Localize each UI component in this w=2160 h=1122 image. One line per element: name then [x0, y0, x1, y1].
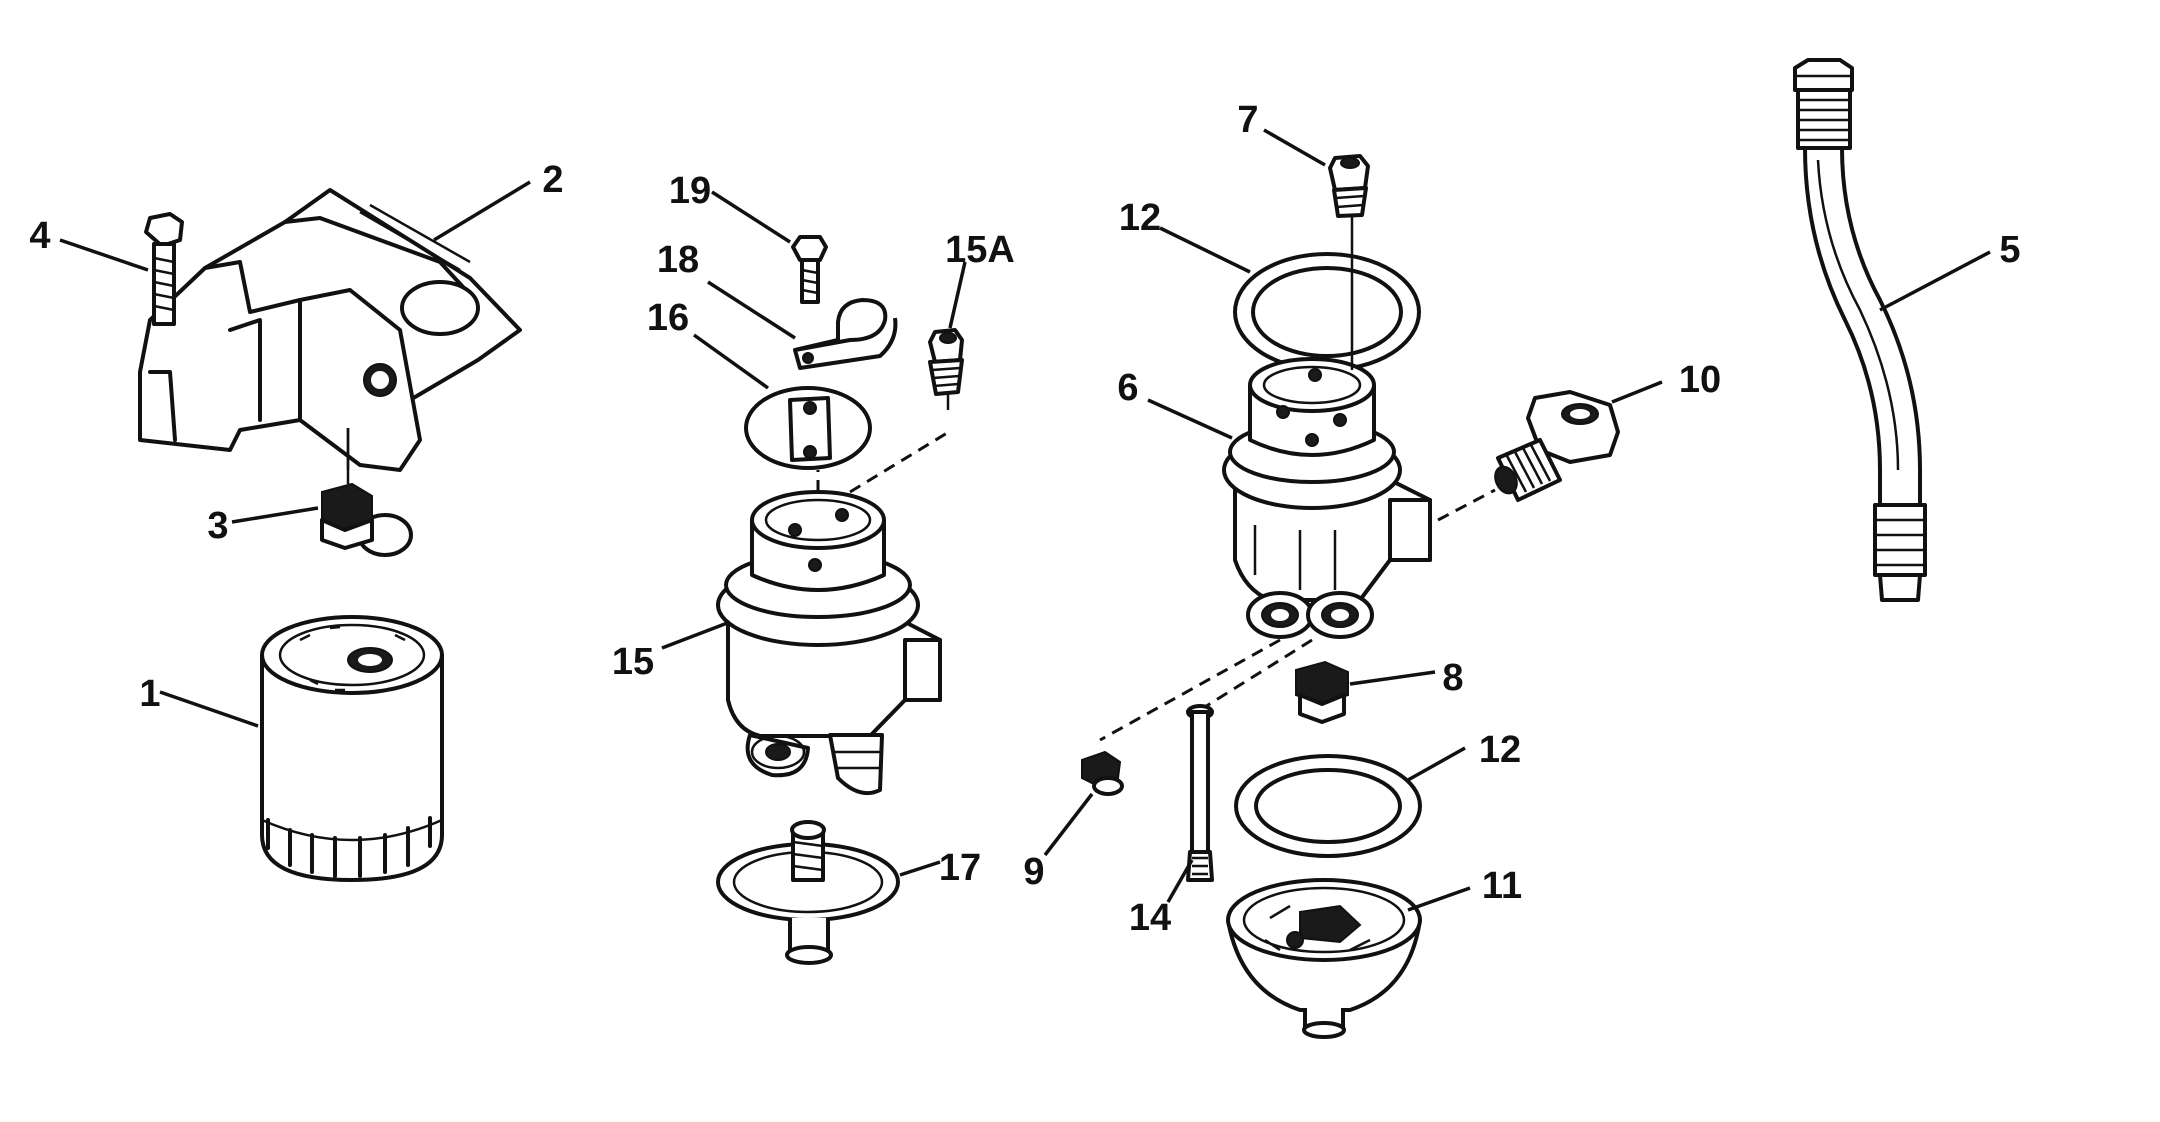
elbow-icon: [1494, 390, 1620, 502]
callout-19: 19: [669, 170, 711, 212]
callout-3: 3: [207, 505, 228, 547]
callout-4: 4: [29, 215, 50, 257]
housing-icon: [716, 428, 953, 795]
o-ring-icon: [1233, 252, 1421, 372]
callout-17: 17: [939, 847, 981, 889]
fitting-icon: [928, 328, 964, 410]
callout-18: 18: [657, 239, 699, 281]
callout-14: 14: [1129, 897, 1171, 939]
hose-icon: [1793, 58, 1927, 602]
callout-12-upper: 12: [1119, 197, 1161, 239]
gasket-icon: [744, 386, 872, 470]
fitting-7-icon: [1328, 154, 1370, 240]
callout-11: 11: [1482, 865, 1522, 907]
callout-7: 7: [1237, 99, 1258, 141]
screw-icon: [791, 235, 828, 304]
adapter-plate-icon: [1226, 878, 1422, 1039]
plug-icon: [320, 428, 374, 550]
callout-16: 16: [647, 297, 689, 339]
plate-icon: [716, 820, 900, 965]
leader-lines: [59, 128, 1991, 912]
callout-labels: 1 2 3 4 5 6 7 8 9 10 11 12 12 14 15 15A …: [29, 99, 2020, 939]
callout-1: 1: [139, 673, 160, 715]
bolt-icon: [144, 212, 184, 326]
callout-10: 10: [1679, 359, 1721, 401]
oil-filter-icon: [260, 615, 444, 882]
long-bolt-icon: [1186, 704, 1214, 882]
plug-8-icon: [1295, 660, 1349, 724]
callout-9: 9: [1023, 851, 1044, 893]
remote-housing-icon: [1099, 240, 1496, 742]
callout-6: 6: [1117, 367, 1138, 409]
callout-15a: 15A: [945, 229, 1015, 271]
callout-12-lower: 12: [1479, 729, 1521, 771]
clamp-icon: [793, 298, 898, 370]
plug-9-icon: [1081, 750, 1124, 796]
callout-15: 15: [612, 641, 654, 683]
callout-5: 5: [1999, 229, 2020, 271]
o-ring-lower-icon: [1234, 754, 1422, 858]
callout-8: 8: [1442, 657, 1463, 699]
callout-2: 2: [542, 159, 563, 201]
